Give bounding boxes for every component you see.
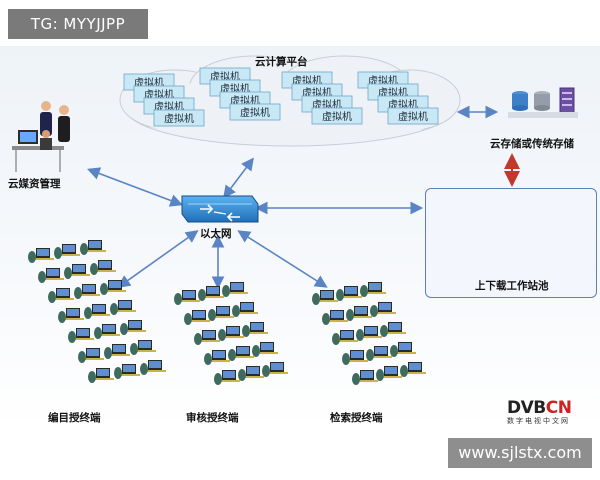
terminal-seat xyxy=(140,360,166,375)
logo-subtitle: 数字电视中文网 xyxy=(507,417,570,425)
review-terminal-label: 审核授终端 xyxy=(186,412,239,424)
terminal-seat xyxy=(54,244,80,259)
vm-box: 虚拟机 xyxy=(387,107,439,125)
vm-label: 虚拟机 xyxy=(164,112,194,125)
terminal-seat xyxy=(120,320,146,335)
vm-label: 虚拟机 xyxy=(322,110,352,123)
terminal-seat xyxy=(74,284,100,299)
terminal-seat xyxy=(262,362,288,377)
storage-label: 云存储或传统存储 xyxy=(490,138,574,150)
terminal-seat xyxy=(184,310,210,325)
workstation-pool-label: 上下载工作站池 xyxy=(475,280,549,292)
terminal-seat xyxy=(110,300,136,315)
arrow-switch-search xyxy=(237,230,328,288)
terminal-seat xyxy=(204,350,230,365)
arrow-switch-cloud xyxy=(223,157,254,199)
terminal-seat xyxy=(238,366,264,381)
cloud-platform-title: 云计算平台 xyxy=(255,56,308,68)
connection-arrows xyxy=(87,105,499,290)
terminal-seat xyxy=(370,302,396,317)
terminal-seat xyxy=(232,302,258,317)
arrow-switch-media xyxy=(87,167,183,207)
terminal-seat xyxy=(228,346,254,361)
terminal-seat xyxy=(366,346,392,361)
terminal-seat xyxy=(208,306,234,321)
terminal-seat xyxy=(352,370,378,385)
terminal-seat xyxy=(174,290,200,305)
terminal-seat xyxy=(100,280,126,295)
terminal-seat xyxy=(360,282,386,297)
media-management-icon xyxy=(12,101,70,172)
vm-group: 虚拟机虚拟机虚拟机虚拟机虚拟机虚拟机虚拟机虚拟机虚拟机虚拟机虚拟机虚拟机虚拟机虚… xyxy=(123,67,439,127)
terminal-seat xyxy=(68,328,94,343)
terminal-seat xyxy=(342,350,368,365)
terminal-seat xyxy=(218,326,244,341)
header-tag: TG: MYYJJPP xyxy=(8,9,148,39)
terminal-seat xyxy=(64,264,90,279)
dvbcn-logo: DVBCN 数字电视中文网 xyxy=(507,398,597,428)
vm-box: 虚拟机 xyxy=(229,103,281,121)
terminal-seat xyxy=(104,344,130,359)
terminal-seat xyxy=(48,288,74,303)
terminal-seat xyxy=(322,310,348,325)
terminal-seat xyxy=(198,286,224,301)
terminal-seat xyxy=(312,290,338,305)
search-terminal-label: 检索授终端 xyxy=(330,412,383,424)
storage-icon xyxy=(508,87,578,118)
terminal-seat xyxy=(130,340,156,355)
terminal-seat xyxy=(400,362,426,377)
terminal-seat xyxy=(336,286,362,301)
edit-terminal-label: 编目授终端 xyxy=(48,412,101,424)
terminal-seat xyxy=(194,330,220,345)
site-watermark: www.sjlstx.com xyxy=(448,438,592,468)
terminal-seat xyxy=(88,368,114,383)
vm-box: 虚拟机 xyxy=(311,107,363,125)
terminal-seat xyxy=(214,370,240,385)
terminal-seat xyxy=(80,240,106,255)
workstation-pool-box xyxy=(425,188,597,298)
terminal-seat xyxy=(58,308,84,323)
terminal-seat xyxy=(114,364,140,379)
terminal-seat xyxy=(252,342,278,357)
terminal-seat xyxy=(38,268,64,283)
terminal-seat xyxy=(376,366,402,381)
vm-box: 虚拟机 xyxy=(153,109,205,127)
terminal-seat xyxy=(84,304,110,319)
terminal-seat xyxy=(332,330,358,345)
ethernet-switch-icon xyxy=(181,195,259,223)
terminal-clusters xyxy=(28,240,426,385)
terminal-seat xyxy=(222,282,248,297)
terminal-seat xyxy=(242,322,268,337)
terminal-seat xyxy=(390,342,416,357)
terminal-seat xyxy=(28,248,54,263)
terminal-seat xyxy=(90,260,116,275)
logo-main-left: DVB xyxy=(507,398,546,418)
vm-label: 虚拟机 xyxy=(398,110,428,123)
vm-label: 虚拟机 xyxy=(240,106,270,119)
ethernet-label: 以太网 xyxy=(200,228,232,240)
terminal-seat xyxy=(78,348,104,363)
arrow-switch-edit xyxy=(117,230,199,288)
media-management-label: 云媒资管理 xyxy=(8,178,61,190)
logo-main-right: CN xyxy=(545,398,572,418)
terminal-seat xyxy=(380,322,406,337)
terminal-seat xyxy=(356,326,382,341)
terminal-seat xyxy=(94,324,120,339)
terminal-seat xyxy=(346,306,372,321)
